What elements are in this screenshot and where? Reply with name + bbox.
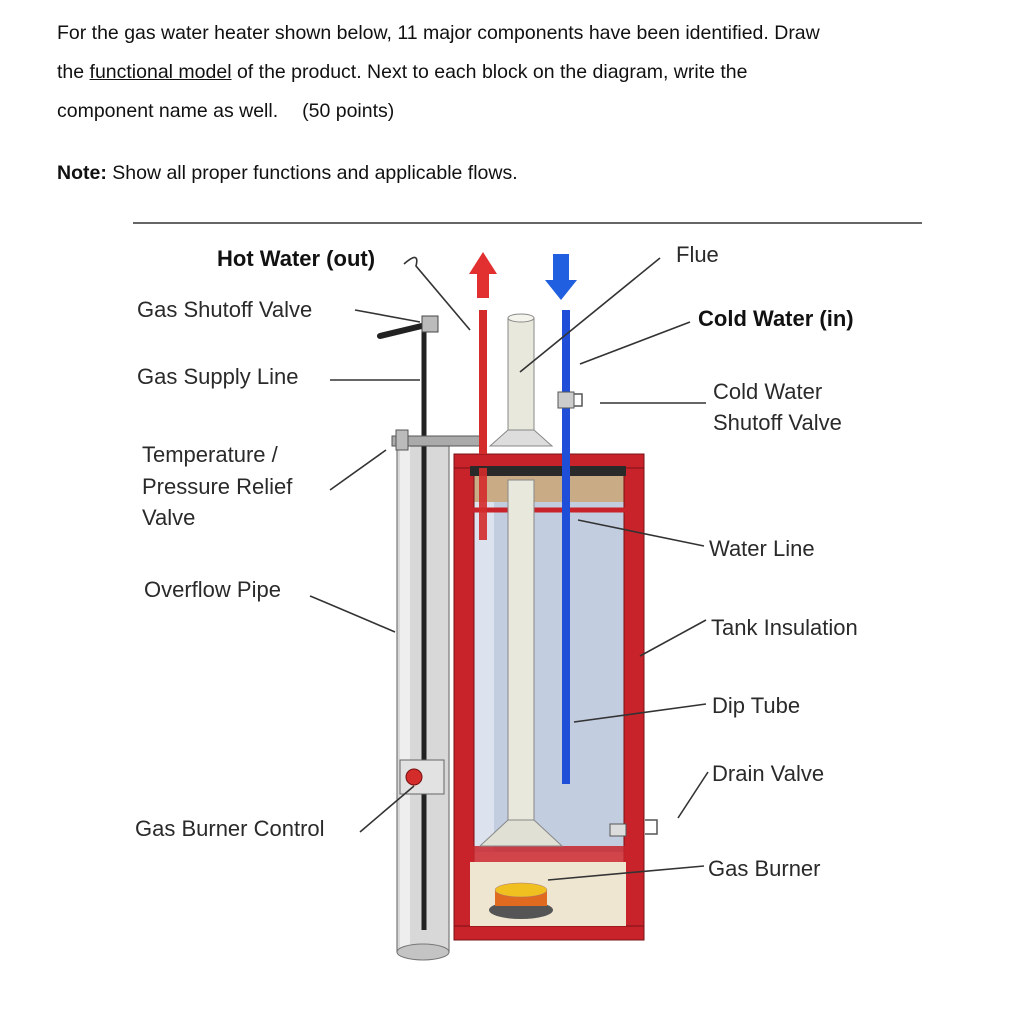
- cold-water-pipe-shape: [545, 254, 577, 784]
- label-tp-relief-3: Valve: [142, 505, 195, 530]
- label-tp-relief-1: Temperature /: [142, 442, 279, 467]
- question-line-3: component name as well.(50 points): [57, 100, 395, 122]
- label-dip-tube: Dip Tube: [712, 693, 800, 718]
- label-hot-water-out: Hot Water (out): [217, 246, 375, 271]
- label-cold-water-in: Cold Water (in): [698, 306, 854, 331]
- cold-water-shutoff-valve-shape: [557, 391, 583, 409]
- note: Note: Show all proper functions and appl…: [57, 158, 518, 188]
- question-line-2: the functional model of the product. Nex…: [57, 61, 748, 83]
- leader-lines: [309, 256, 709, 881]
- label-overflow-pipe: Overflow Pipe: [144, 577, 281, 602]
- note-label: Note:: [57, 162, 107, 184]
- drain-valve-shape: [609, 819, 658, 837]
- tank-frame-shape: [453, 453, 645, 941]
- question-line-1: For the gas water heater shown below, 11…: [57, 22, 820, 44]
- hot-water-pipe-shape: [469, 252, 497, 540]
- gas-shutoff-valve-shape: [377, 315, 439, 339]
- tank-water-shape: [470, 500, 626, 852]
- label-cold-water-shutoff-valve-1: Cold Water: [713, 379, 822, 404]
- points-value: (50 points): [302, 100, 395, 122]
- gas-burner-control-shape: [399, 759, 445, 795]
- label-cold-water-shutoff-valve-2: Shutoff Valve: [713, 410, 842, 435]
- label-gas-shutoff-valve: Gas Shutoff Valve: [137, 297, 312, 322]
- tank-insulation-shape: [470, 474, 626, 502]
- note-text: Show all proper functions and applicable…: [106, 162, 518, 184]
- label-water-line: Water Line: [709, 536, 815, 561]
- question-text: For the gas water heater shown below, 11…: [57, 14, 997, 131]
- label-gas-burner-control: Gas Burner Control: [135, 816, 325, 841]
- label-tank-insulation: Tank Insulation: [711, 615, 858, 640]
- flue-shape: [478, 313, 564, 847]
- label-tp-relief-2: Pressure Relief: [142, 474, 293, 499]
- gas-burner-shape: [489, 882, 553, 919]
- label-gas-supply-line: Gas Supply Line: [137, 364, 298, 389]
- label-drain-valve: Drain Valve: [712, 761, 824, 786]
- label-flue: Flue: [676, 242, 719, 267]
- label-gas-burner: Gas Burner: [708, 856, 821, 881]
- functional-model-term: functional model: [89, 61, 232, 83]
